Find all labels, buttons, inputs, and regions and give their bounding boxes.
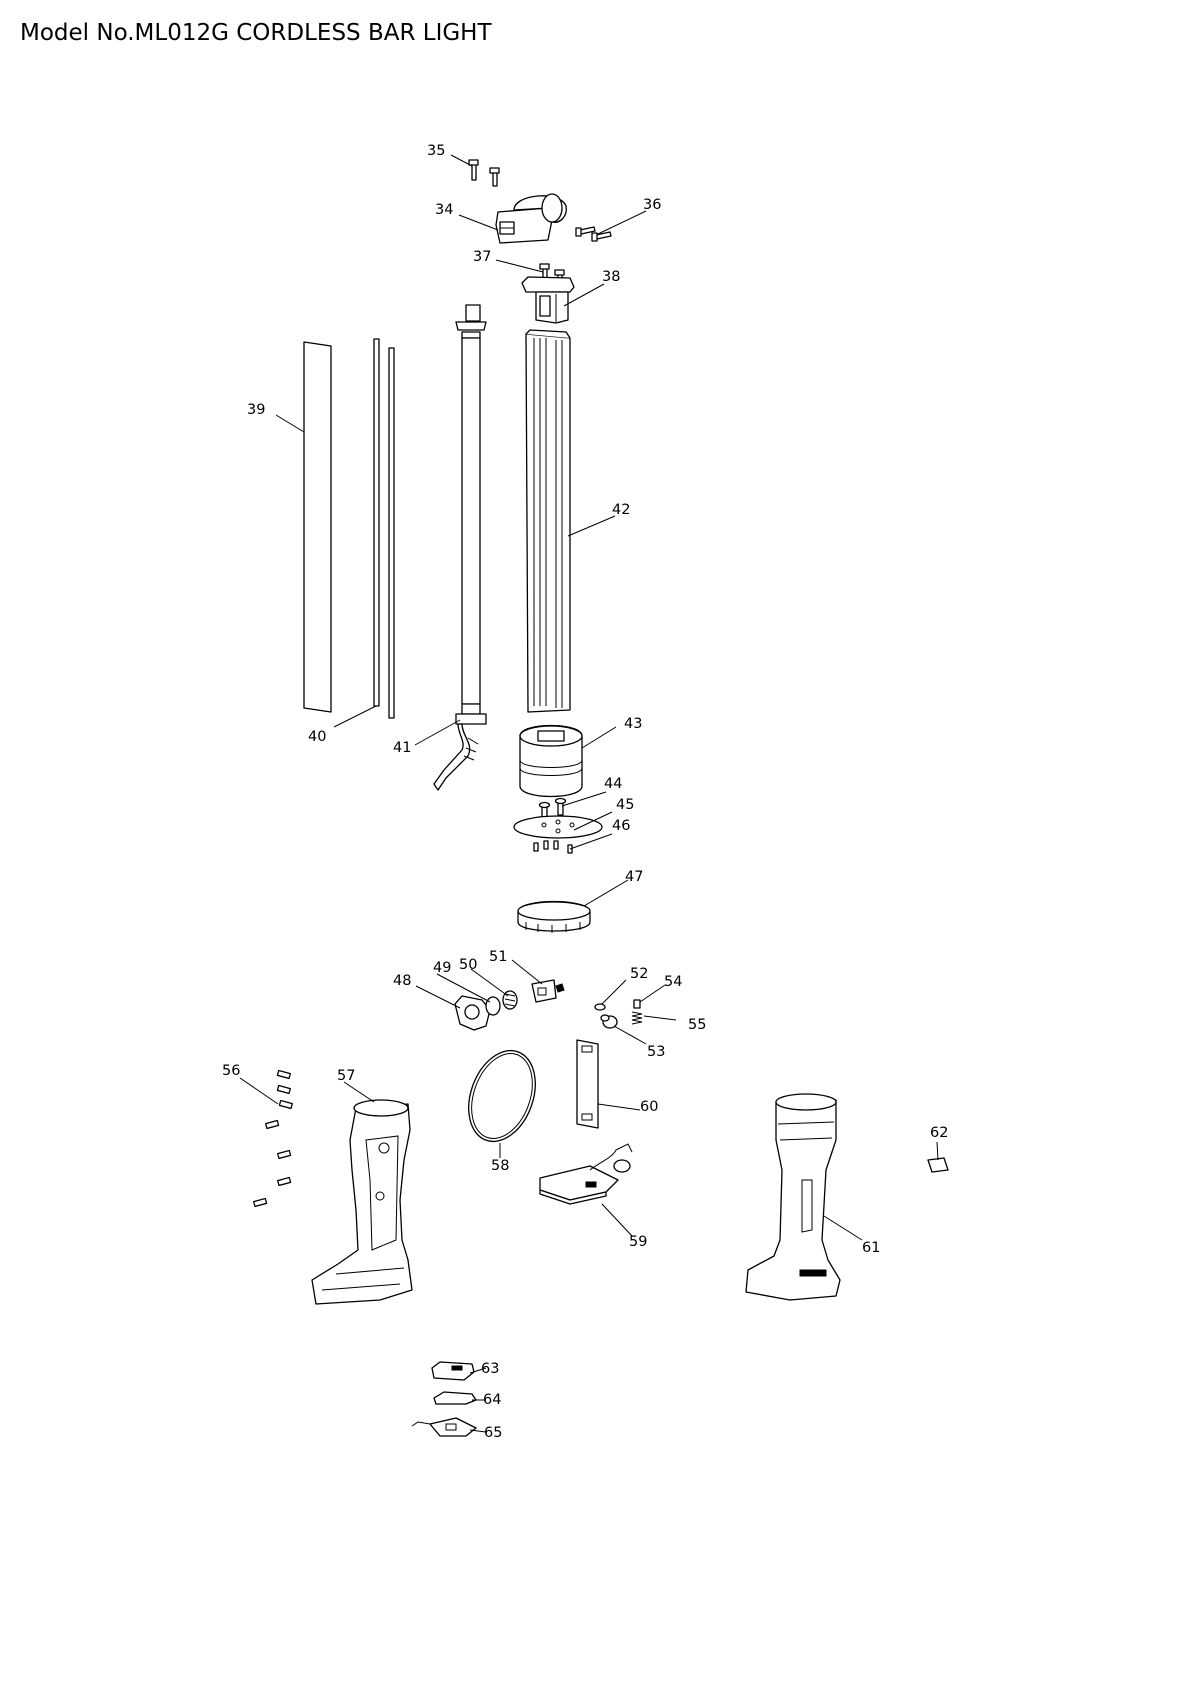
label-36: 36: [643, 197, 661, 213]
part-57-housing-half: [311, 1099, 413, 1305]
part-39-diffuser-panel: [303, 341, 332, 713]
label-43: 43: [624, 716, 642, 732]
part-54-pin: [633, 999, 641, 1009]
label-38: 38: [602, 269, 620, 285]
part-60-cover-plate: [576, 1039, 599, 1129]
label-52: 52: [630, 966, 648, 982]
part-44-screws: [538, 797, 567, 820]
part-55-spring: [631, 1011, 643, 1025]
label-50: 50: [459, 957, 477, 973]
part-51-clip-bracket: [531, 979, 565, 1003]
label-54: 54: [664, 974, 682, 990]
label-58: 58: [491, 1158, 509, 1174]
label-49: 49: [433, 960, 451, 976]
part-59-terminal-board: [539, 1143, 633, 1205]
part-40-rods: [373, 338, 395, 719]
label-62: 62: [930, 1125, 948, 1141]
part-41-led-strip: [433, 304, 487, 791]
label-51: 51: [489, 949, 507, 965]
part-35-screws: [468, 159, 500, 187]
part-52-pin: [594, 1003, 606, 1011]
label-63: 63: [481, 1361, 499, 1377]
label-48: 48: [393, 973, 411, 989]
label-47: 47: [625, 869, 643, 885]
label-45: 45: [616, 797, 634, 813]
label-64: 64: [483, 1392, 501, 1408]
part-62-clip: [927, 1157, 949, 1173]
label-60: 60: [640, 1099, 658, 1115]
part-56-screws: [253, 1069, 293, 1208]
label-61: 61: [862, 1240, 880, 1256]
label-37: 37: [473, 249, 491, 265]
label-34: 34: [435, 202, 453, 218]
part-42-housing-tube: [525, 329, 571, 713]
label-44: 44: [604, 776, 622, 792]
leader-lines: [239, 154, 939, 1433]
label-40: 40: [308, 729, 326, 745]
label-42: 42: [612, 502, 630, 518]
part-43-coupling-collar: [519, 724, 583, 798]
part-36-screws: [575, 226, 612, 242]
label-57: 57: [337, 1068, 355, 1084]
label-41: 41: [393, 740, 411, 756]
page-title: Model No.ML012G CORDLESS BAR LIGHT: [20, 20, 492, 46]
label-35: 35: [427, 143, 445, 159]
part-45-plate: [513, 815, 603, 839]
label-65: 65: [484, 1425, 502, 1441]
part-48-switch-housing: [454, 995, 491, 1031]
part-64-pad: [433, 1391, 477, 1405]
label-39: 39: [247, 402, 265, 418]
part-38-end-cap: [521, 276, 575, 324]
part-34-top-bracket: [495, 193, 567, 244]
label-56: 56: [222, 1063, 240, 1079]
part-46-screws: [533, 840, 573, 854]
part-49-knob: [485, 996, 501, 1016]
part-53-button: [600, 1014, 618, 1029]
part-65-switch-board: [411, 1417, 477, 1437]
part-61-housing-half: [745, 1093, 841, 1301]
part-labels: 35 36 34 37 38 39 42 40 41 43 44 45 46 4…: [222, 143, 948, 1441]
label-55: 55: [688, 1017, 706, 1033]
label-46: 46: [612, 818, 630, 834]
label-59: 59: [629, 1234, 647, 1250]
part-63-button-cover: [431, 1361, 475, 1381]
label-53: 53: [647, 1044, 665, 1060]
part-58-o-ring: [468, 1049, 536, 1143]
part-47-threaded-ring: [517, 900, 591, 933]
